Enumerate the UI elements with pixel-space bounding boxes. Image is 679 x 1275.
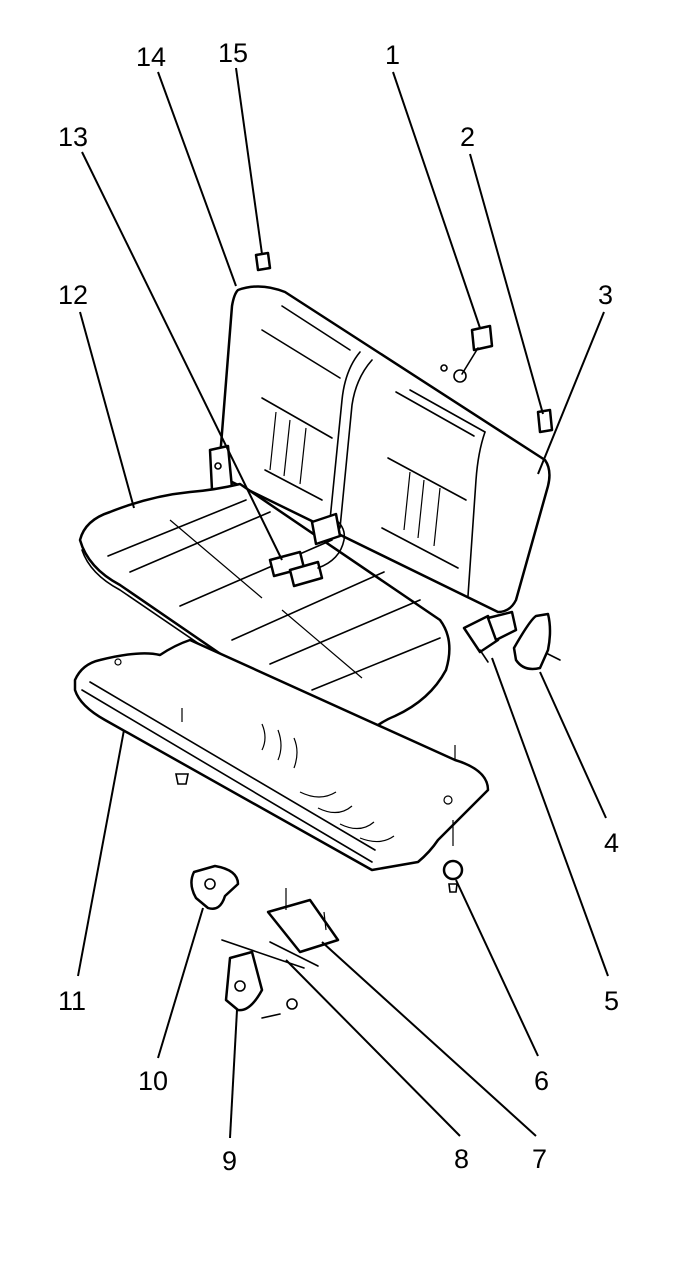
callout-7: 7 bbox=[532, 1144, 547, 1174]
callout-2: 2 bbox=[460, 122, 475, 152]
callout-9: 9 bbox=[222, 1146, 237, 1176]
leader-14 bbox=[157, 71, 237, 287]
leader-12 bbox=[79, 311, 135, 509]
callout-10: 10 bbox=[138, 1066, 168, 1096]
leader-7 bbox=[321, 941, 537, 1137]
leader-11 bbox=[77, 729, 125, 977]
leader-6 bbox=[455, 879, 539, 1057]
leader-13 bbox=[81, 151, 283, 561]
callout-6: 6 bbox=[534, 1066, 549, 1096]
leader-8 bbox=[285, 959, 461, 1137]
leader-4 bbox=[539, 671, 607, 819]
callout-4: 4 bbox=[604, 828, 619, 858]
small-parts bbox=[190, 251, 561, 1019]
callout-15: 15 bbox=[218, 38, 248, 68]
callout-13: 13 bbox=[58, 122, 88, 152]
leader-5 bbox=[491, 657, 609, 977]
callout-11: 11 bbox=[58, 986, 86, 1016]
leader-10 bbox=[157, 907, 204, 1059]
leader-lines bbox=[77, 67, 609, 1139]
leader-2 bbox=[469, 153, 544, 415]
seat-belt-buckles bbox=[268, 512, 346, 588]
callout-1: 1 bbox=[385, 40, 400, 70]
leader-1 bbox=[392, 71, 481, 329]
callout-labels: 1 2 3 4 5 6 7 8 9 10 11 12 13 14 15 bbox=[58, 38, 619, 1176]
leader-9 bbox=[229, 1009, 238, 1139]
callout-12: 12 bbox=[58, 280, 88, 310]
seat-frame bbox=[73, 638, 490, 872]
seat-back bbox=[208, 285, 551, 614]
callout-8: 8 bbox=[454, 1144, 469, 1174]
leader-15 bbox=[235, 67, 263, 255]
callout-3: 3 bbox=[598, 280, 613, 310]
callout-5: 5 bbox=[604, 986, 619, 1016]
leader-3 bbox=[537, 311, 605, 475]
callout-14: 14 bbox=[136, 42, 166, 72]
